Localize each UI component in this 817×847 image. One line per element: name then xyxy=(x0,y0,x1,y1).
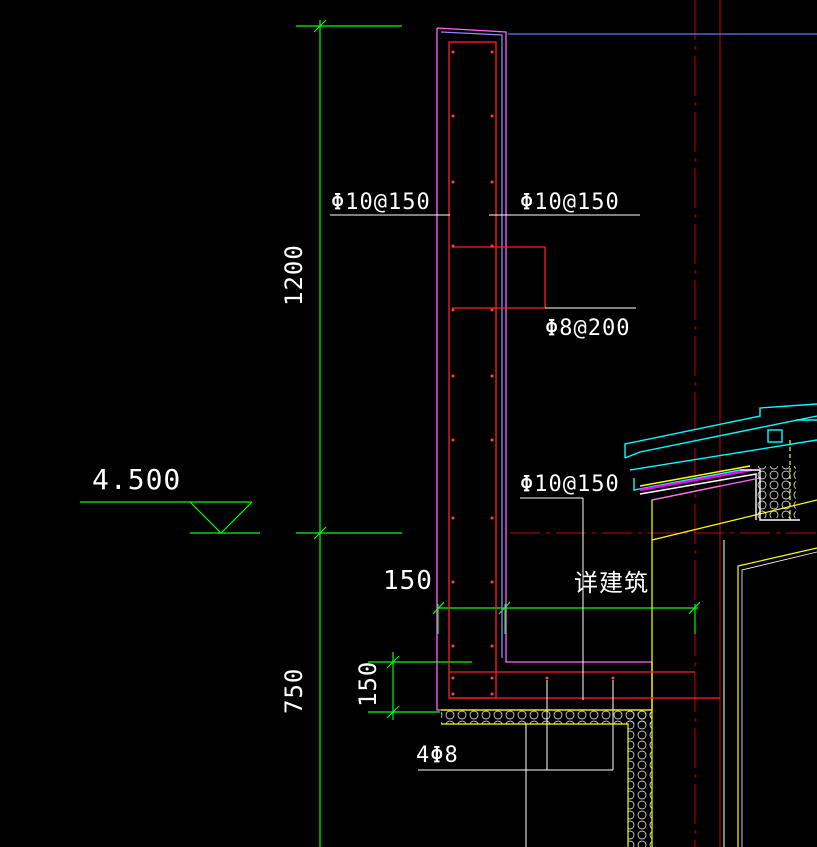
axis-lines xyxy=(510,0,817,847)
elevation-label: 4.500 xyxy=(92,463,182,496)
horizontal-tie-rebar-label: Φ8@200 xyxy=(545,316,631,341)
lower-vertical-rebar-label: Φ10@150 xyxy=(520,472,620,497)
see-architecture-note: 详建筑 xyxy=(574,569,649,597)
insulation xyxy=(441,709,653,847)
leader-lines xyxy=(330,214,640,771)
inner-vertical-rebar-label: Φ10@150 xyxy=(520,190,620,215)
dimension-lines xyxy=(296,19,701,847)
roof-tiles xyxy=(624,403,817,521)
slab-thickness-dimension: 150 xyxy=(354,660,382,707)
lower-height-dimension: 750 xyxy=(280,667,308,714)
longitudinal-bars-label: 4Φ8 xyxy=(416,743,459,768)
parapet-height-dimension: 1200 xyxy=(280,244,308,306)
wall-thickness-dimension: 150 xyxy=(383,566,433,596)
outer-vertical-rebar-label: Φ10@150 xyxy=(331,190,431,215)
rebar-cage xyxy=(448,41,720,699)
elevation-symbol xyxy=(80,501,260,534)
rebar-dots xyxy=(451,50,615,696)
